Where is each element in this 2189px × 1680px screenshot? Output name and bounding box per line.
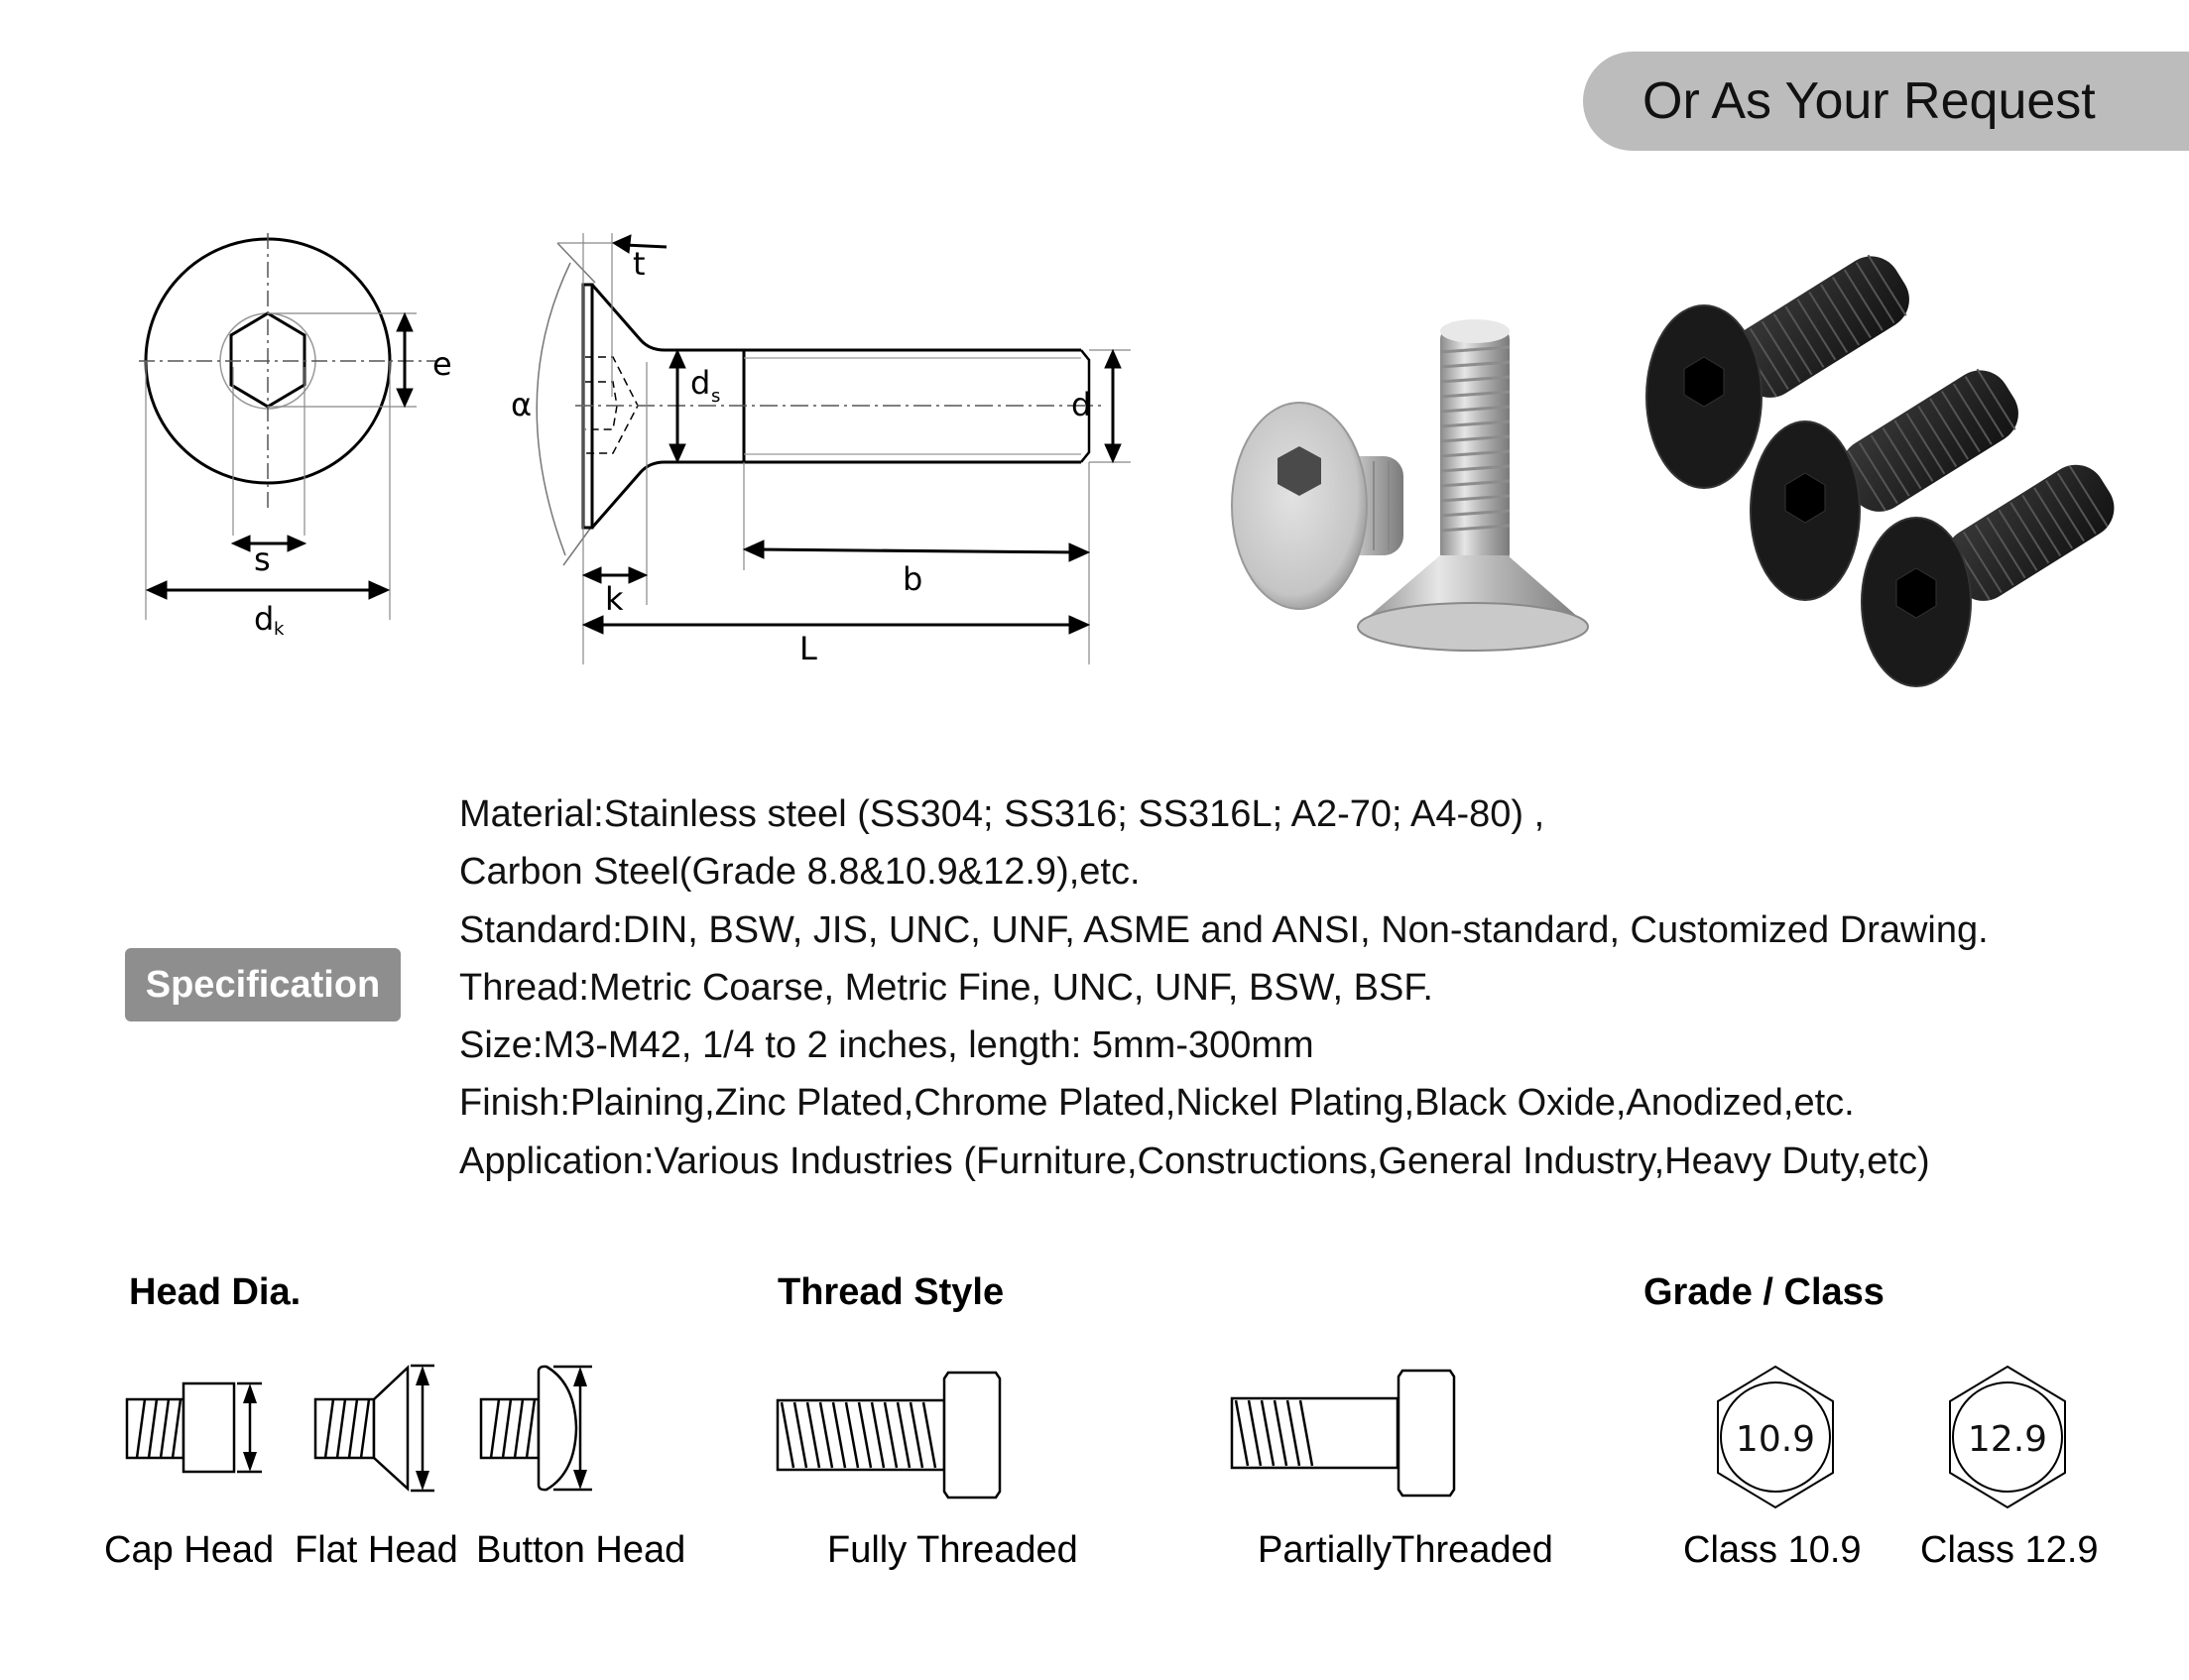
label-dk: d (254, 600, 274, 638)
caption-class-10-9: Class 10.9 (1683, 1529, 1862, 1571)
spec-material-carbon: Carbon Steel(Grade 8.8&10.9&12.9),etc. (459, 851, 1141, 894)
label-t: t (633, 245, 646, 283)
spec-finish: Finish:Plaining,Zinc Plated,Chrome Plate… (459, 1082, 1855, 1125)
button-head-icon (479, 1365, 592, 1492)
partially-threaded-icon (1230, 1369, 1456, 1498)
label-b: b (903, 560, 922, 598)
spec-standard: Standard:DIN, BSW, JIS, UNC, UNF, ASME a… (459, 908, 1989, 951)
side-view-drawing-icon: t α d s d b k L (511, 233, 1131, 667)
label-d: d (1071, 386, 1091, 423)
caption-cap-head: Cap Head (104, 1529, 275, 1571)
black-oxide-screws-photo (1645, 254, 2115, 687)
caption-fully-threaded: Fully Threaded (827, 1529, 1078, 1571)
top-view-drawing-icon: e s d k (139, 233, 452, 640)
caption-partially-threaded: PartiallyThreaded (1258, 1529, 1553, 1571)
label-dk-sub: k (274, 619, 285, 640)
spec-thread: Thread:Metric Coarse, Metric Fine, UNC, … (459, 966, 1433, 1009)
label-k: k (605, 580, 624, 618)
grade-class-title: Grade / Class (1643, 1271, 1885, 1313)
label-ds: d (690, 364, 710, 402)
caption-class-12-9: Class 12.9 (1920, 1529, 2099, 1571)
spec-size: Size:M3-M42, 1/4 to 2 inches, length: 5m… (459, 1024, 1314, 1067)
spec-material: Material:Stainless steel (SS304; SS316; … (459, 793, 1545, 835)
label-L: L (799, 630, 817, 667)
label-s: s (254, 540, 271, 578)
black-screw-3 (1861, 464, 2115, 687)
class-10-9-hex-icon: 10.9 (1717, 1365, 1834, 1509)
label-alpha: α (511, 386, 532, 423)
flat-head-icon (313, 1364, 434, 1493)
class-12-9-mark: 12.9 (1968, 1419, 2047, 1460)
cap-head-icon (125, 1381, 262, 1474)
thread-style-title: Thread Style (778, 1271, 1005, 1313)
label-ds-sub: s (711, 386, 720, 407)
specification-badge-label: Specification (145, 964, 381, 1006)
fully-threaded-icon (776, 1371, 1002, 1500)
caption-button-head: Button Head (476, 1529, 686, 1571)
black-screw-1 (1645, 254, 1909, 489)
spec-application: Application:Various Industries (Furnitur… (459, 1140, 1930, 1182)
class-12-9-hex-icon: 12.9 (1949, 1365, 2066, 1509)
caption-flat-head: Flat Head (295, 1529, 458, 1571)
request-label: Or As Your Request (1642, 72, 2096, 130)
specification-list: Material:Stainless steel (SS304; SS316; … (459, 785, 1989, 1190)
stainless-steel-screws-photo (1231, 319, 1589, 652)
head-dia-title: Head Dia. (129, 1271, 302, 1313)
specification-badge: Specification (125, 948, 401, 1021)
label-e: e (432, 345, 452, 383)
class-10-9-mark: 10.9 (1736, 1419, 1815, 1460)
black-screw-2 (1750, 368, 2018, 601)
request-banner: Or As Your Request (1583, 52, 2189, 151)
